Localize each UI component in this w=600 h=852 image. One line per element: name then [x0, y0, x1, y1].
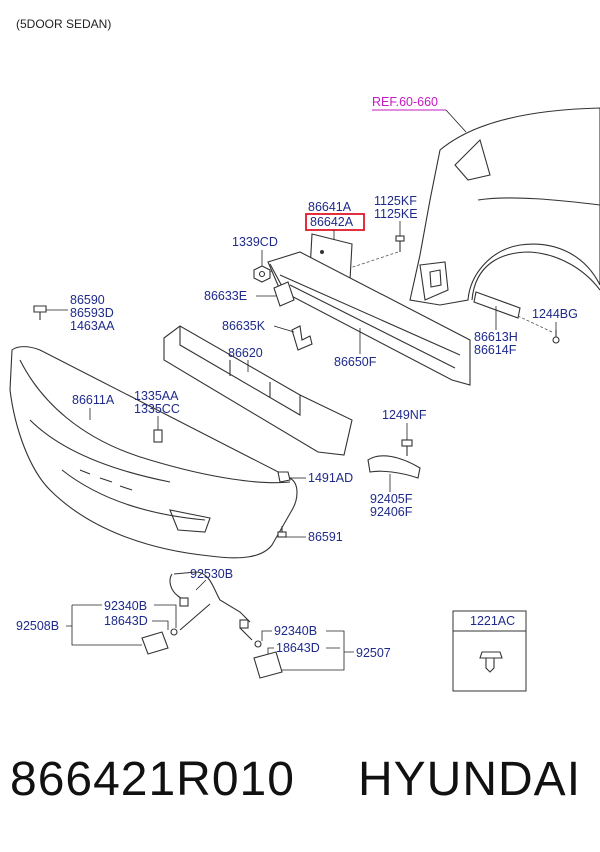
highlight-box — [305, 213, 365, 231]
bolt-1125kf — [395, 235, 405, 252]
label-86635k: 86635K — [222, 319, 266, 333]
bracket-86633e — [273, 281, 295, 307]
label-1339cd: 1339CD — [232, 235, 278, 249]
label-1335aa: 1335AA — [134, 389, 179, 403]
bracket-86635k — [291, 325, 313, 351]
label-92340b-right: 92340B — [274, 624, 317, 638]
label-1125kf: 1125KF — [374, 194, 417, 208]
leaders-left-lamp — [66, 604, 177, 646]
label-86620: 86620 — [228, 346, 263, 360]
label-92405f: 92405F — [370, 492, 413, 506]
label-1335cc: 1335CC — [134, 402, 180, 416]
fastener-86590 — [33, 305, 47, 320]
label-92530b: 92530B — [190, 567, 233, 581]
wiring-harness — [169, 571, 253, 641]
label-92340b-left: 92340B — [104, 599, 147, 613]
dash-1244bg — [517, 315, 553, 333]
license-lamp-left — [141, 628, 178, 655]
energy-absorber — [163, 325, 353, 456]
label-92406f: 92406F — [370, 505, 413, 519]
leader-92530b — [195, 579, 207, 591]
dash-1125kf — [349, 251, 399, 269]
label-92507: 92507 — [356, 646, 391, 660]
label-86642a: 86642A — [310, 215, 354, 229]
label-86614f: 86614F — [474, 343, 517, 357]
brand-name: HYUNDAI — [358, 753, 582, 806]
label-86633e: 86633E — [204, 289, 247, 303]
rear-reflector — [367, 455, 421, 479]
nut-1339cd — [253, 265, 271, 283]
leader-86635k — [273, 325, 295, 333]
label-1125ke: 1125KE — [374, 207, 418, 221]
screw-86591 — [277, 526, 287, 538]
side-trim — [473, 291, 521, 319]
part-number: 866421R010 — [10, 753, 295, 806]
bolt-1249nf — [401, 439, 413, 456]
screw-1244bg — [552, 330, 560, 344]
label-1491ad: 1491AD — [308, 471, 353, 485]
label-86613h: 86613H — [474, 330, 518, 344]
bumper-cover — [9, 346, 298, 559]
label-86593d: 86593D — [70, 306, 114, 320]
label-86611a: 86611A — [72, 393, 115, 407]
reference-label: REF.60-660 — [372, 95, 438, 109]
clip-1491ad — [277, 471, 291, 483]
label-86650f: 86650F — [334, 355, 377, 369]
label-86591: 86591 — [308, 530, 343, 544]
leaders-right-lamp — [261, 630, 354, 671]
label-86641a: 86641A — [308, 200, 352, 214]
license-lamp-right — [253, 640, 283, 679]
label-92508b: 92508B — [16, 619, 59, 633]
label-1463aa: 1463AA — [70, 319, 115, 333]
car-body-quarter-panel — [409, 107, 600, 306]
label-1244bg: 1244BG — [532, 307, 578, 321]
label-18643d-right: 18643D — [276, 641, 320, 655]
clip-1335aa — [153, 429, 163, 443]
callout-1221ac — [452, 610, 527, 692]
label-1221ac: 1221AC — [470, 614, 515, 628]
reference-leader — [445, 109, 467, 133]
label-1249nf: 1249NF — [382, 408, 427, 422]
variant-label: (5DOOR SEDAN) — [16, 17, 111, 31]
label-86590: 86590 — [70, 293, 105, 307]
label-18643d-left: 18643D — [104, 614, 148, 628]
